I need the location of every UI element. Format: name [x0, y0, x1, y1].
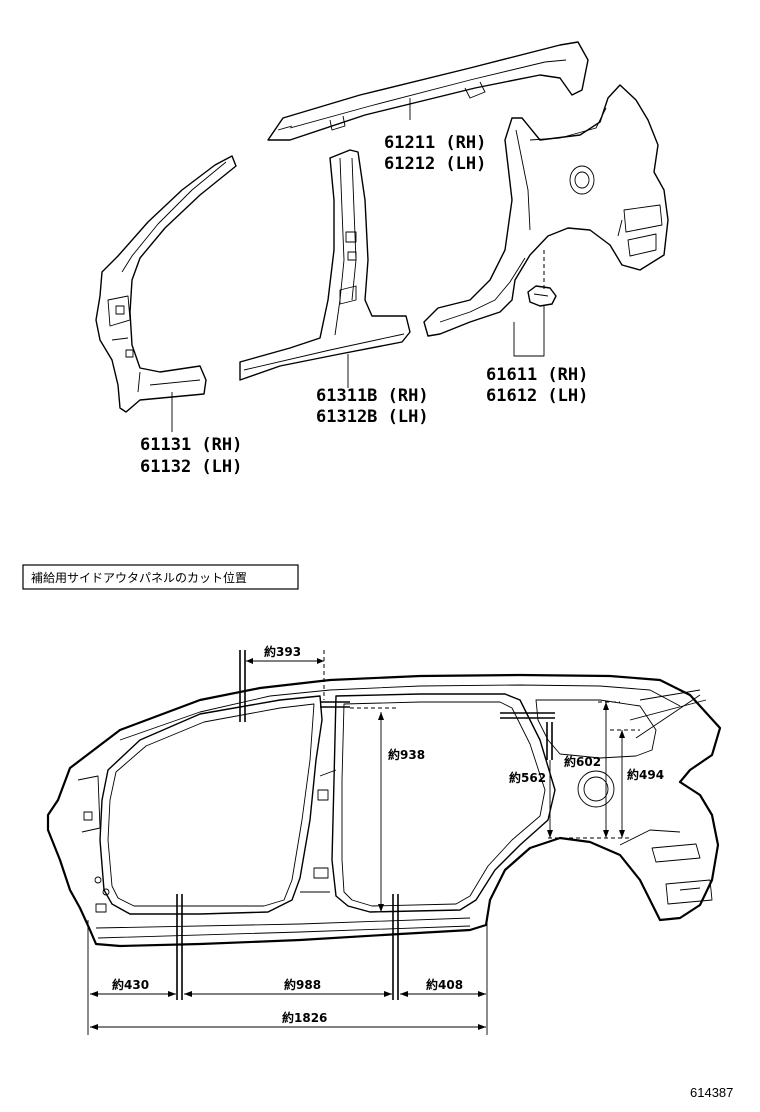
front-pillar-part — [95, 155, 237, 413]
section-label-box — [22, 564, 299, 590]
dim-562: 約562 — [509, 770, 546, 785]
dim-494: 約494 — [627, 767, 664, 782]
quarter-bracket — [527, 285, 557, 307]
roof-rail-part — [267, 41, 589, 141]
dimension-lines — [87, 650, 701, 1035]
center-pillar-pn-rh: 61311B (RH) — [316, 386, 429, 406]
diagram-code: 614387 — [690, 1085, 733, 1100]
front-pillar-pn-lh: 61132 (LH) — [140, 457, 242, 477]
cut-marks — [176, 650, 555, 1000]
dim-602: 約602 — [564, 754, 601, 769]
dim-988: 約988 — [284, 977, 321, 992]
quarter-panel-part — [423, 84, 669, 337]
dim-938: 約938 — [388, 747, 425, 762]
section-label: 補給用サイドアウタパネルのカット位置 — [31, 570, 247, 585]
quarter-panel-leader — [513, 306, 545, 357]
dim-393: 約393 — [264, 644, 301, 659]
front-pillar-pn-rh: 61131 (RH) — [140, 435, 242, 455]
quarter-panel-pn-rh: 61611 (RH) — [486, 365, 588, 385]
dim-430: 約430 — [112, 977, 149, 992]
roof-rail-pn-lh: 61212 (LH) — [384, 154, 486, 174]
dim-408: 約408 — [426, 977, 463, 992]
side-outer-panel — [46, 673, 722, 948]
center-pillar-part — [239, 149, 411, 381]
center-pillar-pn-lh: 61312B (LH) — [316, 407, 429, 427]
dim-1826: 約1826 — [282, 1010, 327, 1025]
quarter-panel-pn-lh: 61612 (LH) — [486, 386, 588, 406]
roof-rail-pn-rh: 61211 (RH) — [384, 133, 486, 153]
